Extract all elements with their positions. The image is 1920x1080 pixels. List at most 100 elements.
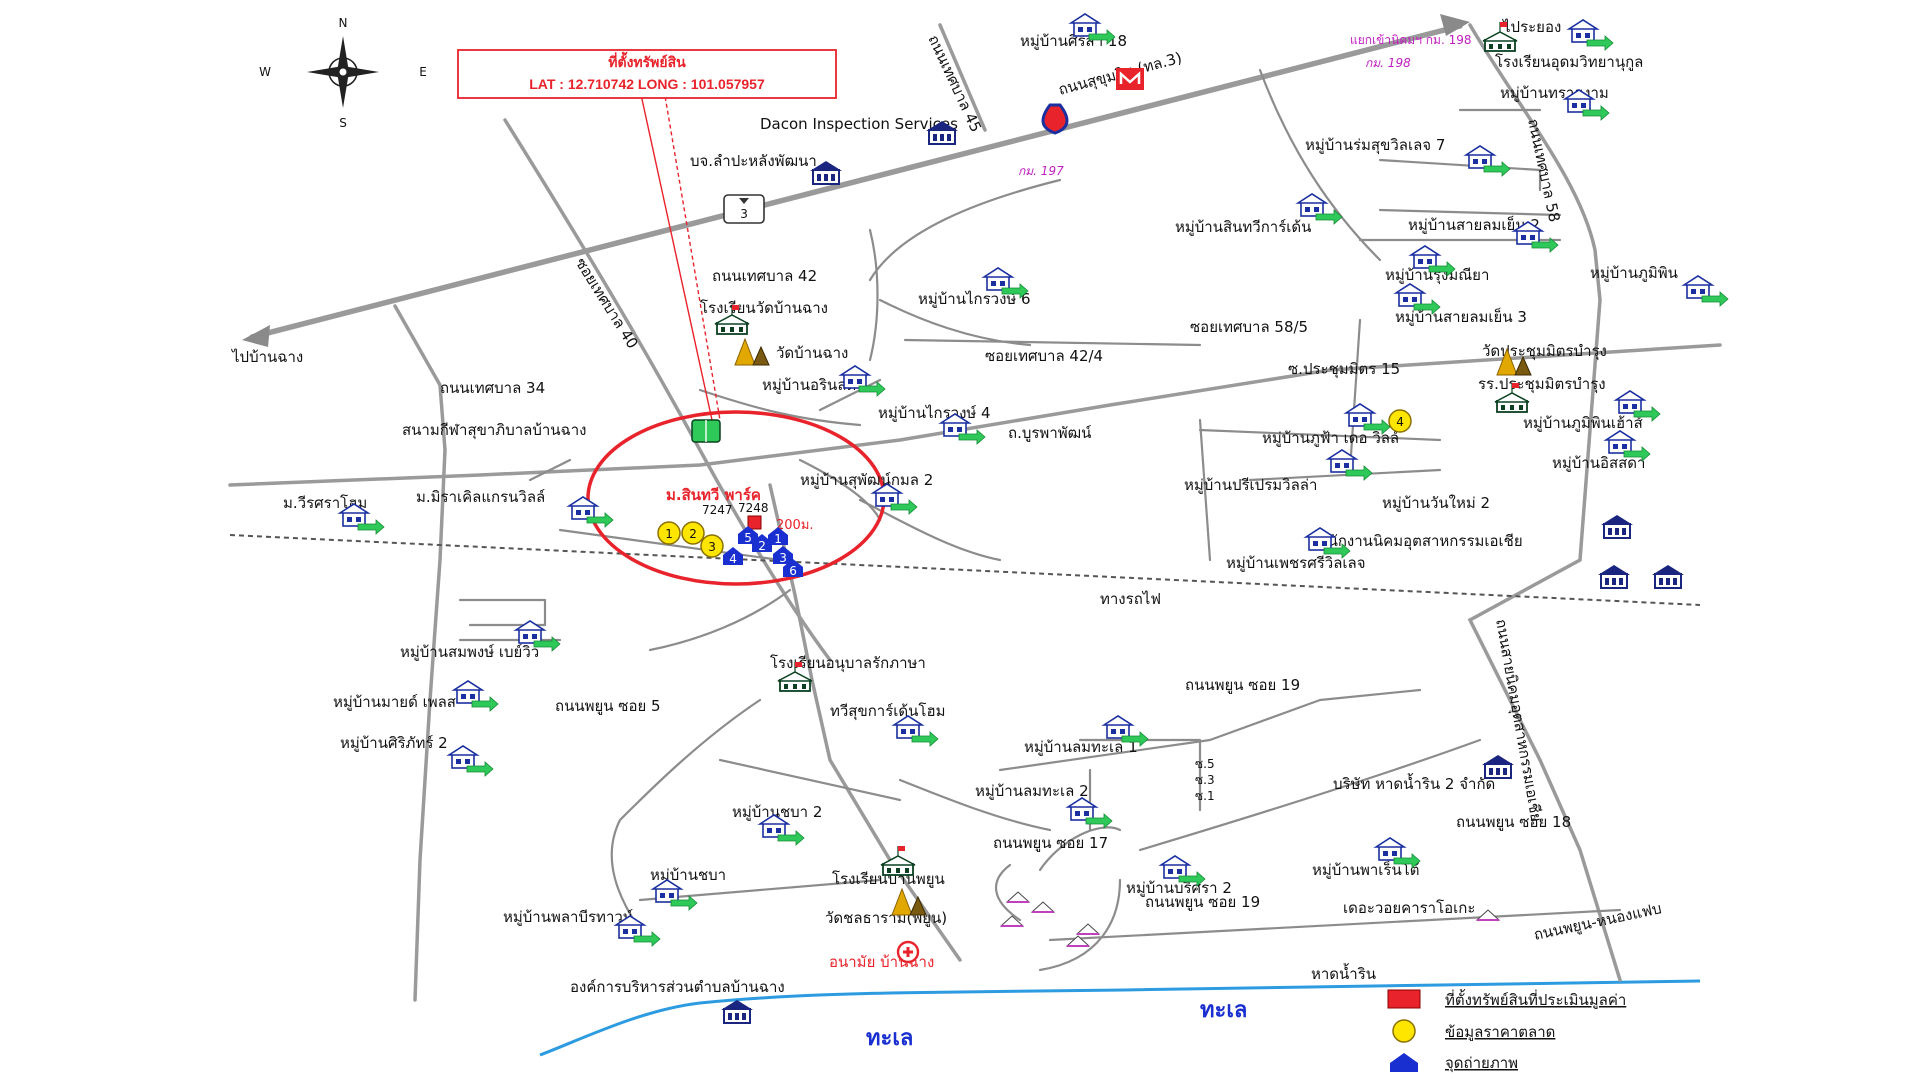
place-wat-chon: วัดชลธาราม(พยูน) <box>825 909 947 927</box>
property-callout-title: ที่ตั้งทรัพย์สิน <box>608 51 686 70</box>
house-icon <box>448 745 494 777</box>
office-building-icon <box>1597 564 1631 589</box>
market-data-markers: 1 2 3 4 <box>657 409 1412 558</box>
compass-rose-icon: N S E W <box>259 16 427 130</box>
compass-e: E <box>419 65 427 79</box>
compass-w: W <box>259 65 271 79</box>
road-south-main <box>768 483 962 962</box>
place-hadnamrin-beach: หาดน้ำริน <box>1311 963 1376 983</box>
place-suphan2: หมู่บ้านสุพัฒน์กมล 2 <box>800 471 933 490</box>
place-miracle: ม.มิราเคิลแกรนวิลล์ <box>416 488 545 506</box>
place-preeprem: หมู่บ้านปรีเปรมวิลล่า <box>1184 476 1317 494</box>
legend-photo: จุดถ่ายภาพ <box>1445 1054 1518 1073</box>
label-phayoon17: ถนนพยูน ซอย 17 <box>993 834 1108 852</box>
photo-marker-3: 3 <box>773 546 793 565</box>
photo-point-markers: 1 2 3 4 5 6 <box>723 526 803 578</box>
place-virakrai: ม.วีรศราโฮม <box>283 494 367 512</box>
house-icon <box>453 680 499 712</box>
tent-icon <box>1076 923 1100 935</box>
place-mueang: หมู่บ้านรุ่งมณียา <box>1385 266 1489 285</box>
temple-icon <box>734 338 770 366</box>
label-industrial: ถนนสายนิคมอุตสาหกรรมเอเชีย <box>1491 618 1545 824</box>
house-icon <box>1683 275 1729 307</box>
place-prachum15: ซ.ประชุมมิตร 15 <box>1288 360 1400 379</box>
svg-text:1: 1 <box>665 527 673 541</box>
place-wat-school: โรงเรียนวัดบ้านฉาง <box>700 299 828 317</box>
place-phufah: หมู่บ้านภูฟ้า เดอ วิลล์ <box>1262 429 1399 447</box>
road-east-tessaban58 <box>1467 23 1622 982</box>
place-krawong6: หมู่บ้านไกรวงษ์ 6 <box>918 290 1031 308</box>
direction-rayong: ไประยอง <box>1502 18 1561 36</box>
tent-icon <box>1476 909 1500 921</box>
label-soi40: ซอยเทศบาล 40 <box>572 255 642 352</box>
stadium-icon <box>691 419 721 443</box>
label-phayoon18: ถนนพยูน ซอย 18 <box>1456 813 1571 831</box>
svg-text:6: 6 <box>789 564 797 578</box>
tent-icon <box>1006 891 1030 903</box>
house-icon <box>1067 797 1113 829</box>
office-building-icon <box>1600 514 1634 539</box>
svg-text:3: 3 <box>708 540 716 554</box>
place-tambon-office: องค์การบริหารส่วนตำบลบ้านฉาง <box>570 978 785 996</box>
place-rinlada: หมู่บ้านอรินลดา <box>762 376 865 394</box>
house-icon <box>893 715 939 747</box>
house-icon <box>1465 145 1511 177</box>
leader-line-2 <box>663 89 721 421</box>
place-borisra2: หมู่บ้านบริศรา 2 <box>1126 879 1232 897</box>
svg-text:3: 3 <box>779 551 787 565</box>
svg-text:4: 4 <box>729 552 737 566</box>
property-coords: LAT : 12.710742 LONG : 101.057957 <box>529 76 765 92</box>
place-karaoke: เดอะวอยคาราโอเกะ <box>1343 899 1475 917</box>
place-petchsri: หมู่บ้านเพชรศรีวิลเลจ <box>1226 554 1366 572</box>
legend-market: ข้อมูลราคาตลาด <box>1445 1023 1555 1041</box>
place-lomtale2: หมู่บ้านลมทะเล 2 <box>975 782 1089 800</box>
label-km197: กม. 197 <box>1018 164 1064 178</box>
office-building-icon <box>1651 564 1685 589</box>
house-icons <box>339 13 1729 947</box>
label-soi1: ซ.1 <box>1195 789 1215 803</box>
svg-text:5: 5 <box>744 531 752 545</box>
road-west <box>393 304 447 1002</box>
house-icon <box>615 915 661 947</box>
place-pin-b: 7248 <box>738 501 769 515</box>
place-sinthawee: หมู่บ้านสินทวีการ์เด้น <box>1175 218 1311 236</box>
label-phayoon19a: ถนนพยูน ซอย 19 <box>1185 676 1300 694</box>
arrow-right-icon <box>1440 14 1470 36</box>
fuel-station-icon <box>1041 103 1069 135</box>
place-chaba2: หมู่บ้านชบา 2 <box>732 803 822 821</box>
label-km198b: กม. 198 <box>1365 56 1411 70</box>
label-phayoon5: ถนนพยูน ซอย 5 <box>555 697 661 715</box>
road-burapha <box>228 343 1722 487</box>
place-pin-a: 7247 <box>702 503 733 517</box>
label-tessaban34: ถนนเทศบาล 34 <box>440 379 545 397</box>
house-icon <box>339 503 385 535</box>
place-krawong4: หมู่บ้านไกรวงษ์ 4 <box>878 404 991 422</box>
place-sea-2: ทะเล <box>866 1026 913 1051</box>
place-mayflower: หมู่บ้านมายด์ เพลส <box>333 693 456 711</box>
svg-text:2: 2 <box>758 539 766 553</box>
svg-text:4: 4 <box>1396 415 1404 429</box>
label-railway: ทางรถไฟ <box>1100 590 1161 608</box>
office-building-icon <box>1481 754 1515 779</box>
place-dacon: Dacon Inspection Services <box>760 115 958 133</box>
place-sompong: หมู่บ้านสมพงษ์ เบย์วิว <box>400 643 539 661</box>
place-nikom-office: สำนักงานนิคมอุตสาหกรรมเอเชีย <box>1310 532 1523 551</box>
health-center-icon <box>896 940 920 964</box>
svg-text:3: 3 <box>740 207 748 221</box>
place-phayoon-school: โรงเรียนบ้านพยูน <box>832 870 945 888</box>
coastline <box>539 979 1701 1057</box>
place-subject-village: ม.สินทวี พาร์ค <box>666 486 761 504</box>
compass-n: N <box>339 16 348 30</box>
place-wat-prachum: วัดประชุมมิตรบำรุง <box>1482 342 1607 361</box>
place-anuban: โรงเรียนอนุบาลรักภาษา <box>770 654 926 673</box>
place-sukkarn: ทวีสุขการ์เด้นโฮม <box>830 702 946 721</box>
place-distance: 200ม. <box>776 518 814 533</box>
arrow-left-icon <box>242 325 270 347</box>
road-soi40 <box>503 118 832 662</box>
place-romsuk: หมู่บ้านร่มสุขวิลเลจ 7 <box>1305 136 1445 155</box>
market-marker-1: 1 <box>657 521 681 545</box>
market-marker-3: 3 <box>700 534 724 558</box>
legend-subject: ที่ตั้งทรัพย์สินที่ประเมินมูลค่า <box>1445 989 1626 1009</box>
place-labels: หมู่บ้านศิริสา 18 Dacon Inspection Servi… <box>283 32 1678 1051</box>
